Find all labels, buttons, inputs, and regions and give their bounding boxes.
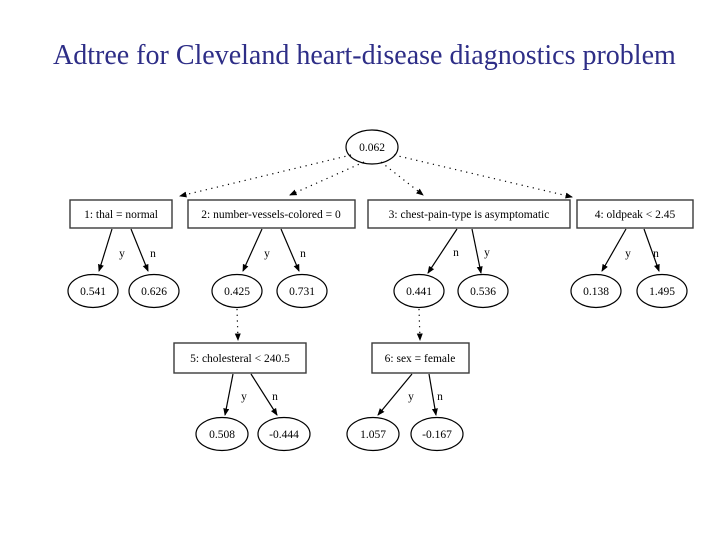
decider-node-3 bbox=[367, 199, 571, 229]
decider-node-2-label: 2: number-vessels-colored = 0 bbox=[201, 209, 341, 221]
edge-label-node5-left: y bbox=[241, 391, 247, 403]
edge-root-to-node4 bbox=[393, 154, 573, 199]
edge-node5-no bbox=[250, 373, 278, 416]
decider-node-6 bbox=[371, 342, 470, 374]
leaf-score-node bbox=[346, 416, 400, 452]
decider-node-3-label: 3: chest-pain-type is asymptomatic bbox=[389, 209, 550, 221]
edge-label-node1-left: y bbox=[119, 248, 125, 260]
leaf-score-node bbox=[257, 416, 311, 452]
decider-node-5-label: 5: cholesteral < 240.5 bbox=[190, 353, 290, 365]
root-score-node bbox=[345, 129, 399, 165]
leaf-score-node bbox=[211, 273, 263, 309]
edge-label-node3-right: y bbox=[484, 247, 490, 259]
edge-root-to-node3 bbox=[380, 161, 424, 196]
edge-label-node1-right: n bbox=[150, 248, 156, 260]
leaf-score-node bbox=[636, 273, 688, 309]
leaf-score-value: 0.536 bbox=[470, 286, 496, 298]
leaf-score-value: 0.731 bbox=[289, 286, 315, 298]
decider-node-2 bbox=[187, 199, 356, 229]
edge-node3-yes bbox=[471, 228, 483, 274]
edge-root-to-node2 bbox=[289, 161, 365, 196]
edge-node2-no bbox=[280, 228, 300, 272]
leaf-score-node bbox=[457, 273, 509, 309]
leaf-score-value: 1.495 bbox=[649, 286, 675, 298]
decider-node-4 bbox=[576, 199, 694, 229]
root-score-value: 0.062 bbox=[359, 142, 385, 154]
edge-node2-yes bbox=[242, 228, 263, 272]
edge-root-to-node1 bbox=[179, 154, 352, 198]
edge-label-node4-right: n bbox=[653, 248, 659, 260]
leaf-score-node bbox=[67, 273, 119, 309]
edge-node6-no bbox=[428, 373, 438, 416]
edge-node4-no bbox=[643, 228, 660, 272]
leaf-score-node bbox=[410, 416, 464, 452]
edge-leaf-to-node6 bbox=[416, 308, 423, 341]
edge-node1-yes bbox=[98, 228, 113, 272]
decider-node-5 bbox=[173, 342, 307, 374]
edge-label-node5-right: n bbox=[272, 391, 278, 403]
leaf-score-value: 0.508 bbox=[209, 429, 235, 441]
leaf-score-value: 0.138 bbox=[583, 286, 609, 298]
edge-node6-yes bbox=[377, 373, 413, 416]
leaf-score-value: 0.541 bbox=[80, 286, 106, 298]
edge-node4-yes bbox=[601, 228, 627, 272]
edge-label-node6-right: n bbox=[437, 391, 443, 403]
decider-node-1 bbox=[69, 199, 173, 229]
leaf-score-node bbox=[393, 273, 445, 309]
edge-label-node2-left: y bbox=[264, 248, 270, 260]
edge-label-node4-left: y bbox=[625, 248, 631, 260]
leaf-score-node bbox=[570, 273, 622, 309]
page-title: Adtree for Cleveland heart-disease diagn… bbox=[53, 40, 676, 71]
edge-node1-no bbox=[130, 228, 149, 272]
leaf-score-value: 0.626 bbox=[141, 286, 167, 298]
leaf-score-value: 1.057 bbox=[360, 429, 386, 441]
edge-label-node3-left: n bbox=[453, 247, 459, 259]
decider-node-4-label: 4: oldpeak < 2.45 bbox=[595, 209, 676, 221]
leaf-score-value: -0.444 bbox=[269, 429, 299, 441]
edge-node3-no bbox=[427, 228, 458, 274]
leaf-score-value: 0.441 bbox=[406, 286, 432, 298]
edge-node5-yes bbox=[223, 373, 234, 416]
decider-node-1-label: 1: thal = normal bbox=[84, 209, 158, 221]
edge-label-node6-left: y bbox=[408, 391, 414, 403]
leaf-score-node bbox=[128, 273, 180, 309]
leaf-score-value: -0.167 bbox=[422, 429, 452, 441]
edge-label-node2-right: n bbox=[300, 248, 306, 260]
edge-leaf-to-node5 bbox=[234, 308, 241, 341]
leaf-score-node bbox=[276, 273, 328, 309]
leaf-score-node bbox=[195, 416, 249, 452]
decider-node-6-label: 6: sex = female bbox=[385, 353, 456, 365]
leaf-score-value: 0.425 bbox=[224, 286, 250, 298]
